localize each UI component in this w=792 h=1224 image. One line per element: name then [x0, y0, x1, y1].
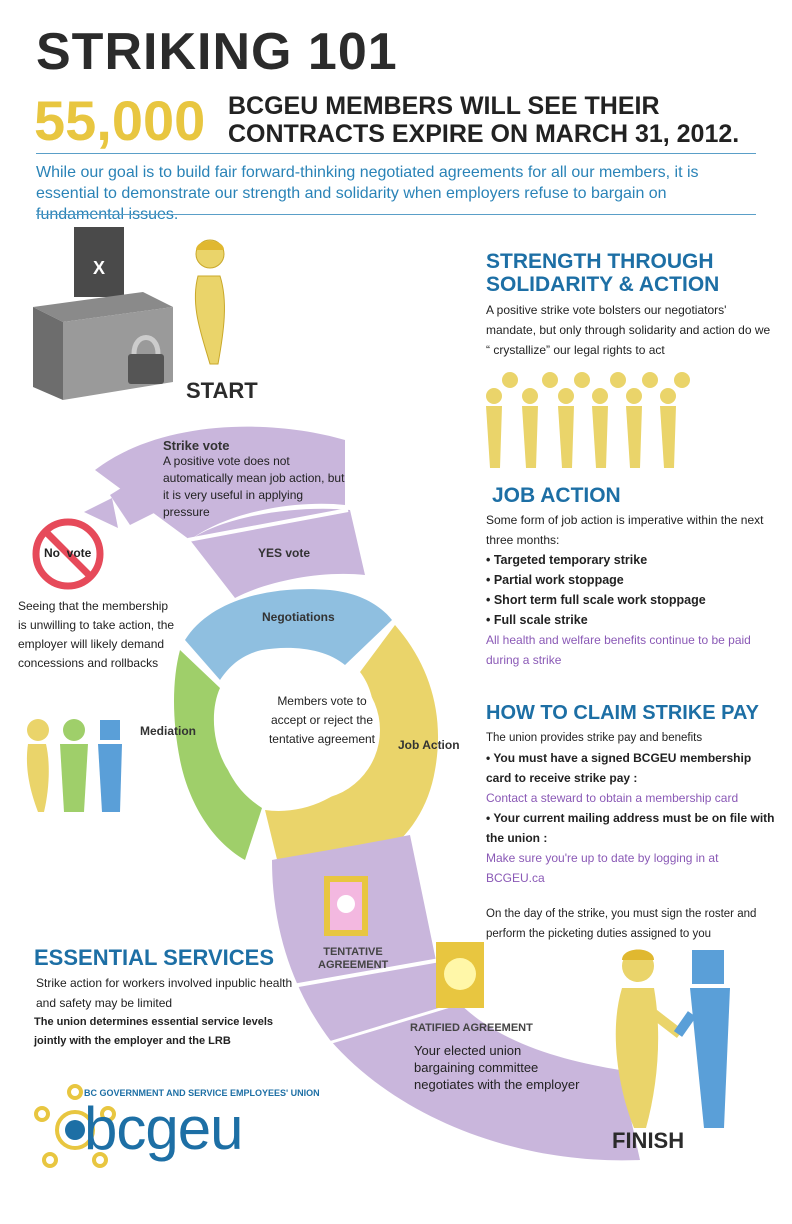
job-action-title: JOB ACTION	[492, 484, 621, 507]
flow-band-upper	[95, 426, 345, 540]
mediation-figures-icon	[26, 719, 122, 812]
cycle-mediation	[174, 650, 262, 860]
job-action-body: Some form of job action is imperative wi…	[486, 510, 766, 670]
strength-title-1: STRENGTH THROUGH	[486, 250, 714, 273]
logo-wordmark: bcgeu	[84, 1095, 243, 1162]
mediation-label: Mediation	[140, 724, 196, 738]
strike-pay-intro: The union provides strike pay and benefi…	[486, 732, 703, 744]
strike-pay-req-2: • Your current mailing address must be o…	[486, 811, 775, 845]
strength-text: A positive strike vote bolsters our nego…	[486, 303, 771, 357]
strike-vote-text: A positive vote does not automatically m…	[163, 454, 345, 519]
strike-pay-req-1: • You must have a signed BCGEU membershi…	[486, 751, 752, 785]
page-title: STRIKING 101	[36, 23, 398, 81]
list-item: • Partial work stoppage	[486, 573, 624, 587]
job-action-intro: Some form of job action is imperative wi…	[486, 513, 764, 547]
divider-bottom	[36, 214, 756, 215]
no-vote-label: No vote	[44, 546, 92, 560]
job-action-list: • Targeted temporary strike • Partial wo…	[486, 550, 766, 630]
strike-vote-block: Strike vote A positive vote does not aut…	[163, 438, 348, 521]
ballot-mark: X	[93, 258, 105, 278]
start-label: START	[186, 378, 258, 403]
bcgeu-logo-icon	[34, 1084, 116, 1168]
cycle-job-action	[265, 625, 439, 880]
handshake-figures-icon	[615, 949, 730, 1128]
job-action-note: All health and welfare benefits continue…	[486, 633, 751, 667]
strike-pay-title: HOW TO CLAIM STRIKE PAY	[486, 702, 759, 724]
center-text: Members vote to accept or reject the ten…	[268, 694, 376, 746]
cycle-center	[240, 660, 380, 800]
list-item: • Short term full scale work stoppage	[486, 593, 706, 607]
subtitle-line-1: BCGEU MEMBERS WILL SEE THEIR	[228, 92, 660, 120]
no-vote-icon	[32, 518, 104, 590]
divider-top	[36, 153, 756, 154]
crowd-figures-icon	[486, 372, 690, 468]
list-item: • Full scale strike	[486, 613, 588, 627]
flow-band-arrow	[110, 470, 170, 525]
strike-vote-title: Strike vote	[163, 438, 230, 453]
page-subtitle: BCGEU MEMBERS WILL SEE THEIR CONTRACTS E…	[228, 92, 768, 148]
strike-pay-req-1-note: Contact a steward to obtain a membership…	[486, 791, 739, 805]
essential-text: Strike action for workers involved inpub…	[36, 976, 293, 1010]
job-action-label: Job Action	[398, 738, 460, 752]
strike-pay-section: HOW TO CLAIM STRIKE PAY The union provid…	[486, 702, 776, 944]
member-count: 55,000	[34, 89, 206, 152]
intro-text: While our goal is to build fair forward-…	[36, 164, 699, 223]
subtitle-line-2: CONTRACTS EXPIRE ON MARCH 31, 2012.	[228, 120, 740, 148]
tentative-agreement-icon	[324, 876, 368, 936]
worker-figure-icon	[194, 239, 225, 365]
no-vote-text: Seeing that the membership is unwilling …	[18, 599, 175, 670]
ratified-agreement-icon	[436, 942, 484, 1008]
job-action-section: JOB ACTION	[492, 484, 772, 507]
bargaining-text: Your elected union bargaining committee …	[414, 1043, 580, 1092]
strike-pay-req-2-note: Make sure you're up to date by logging i…	[486, 851, 719, 885]
logo-tagline: BC GOVERNMENT AND SERVICE EMPLOYEES' UNI…	[84, 1088, 320, 1098]
yes-vote-label: YES vote	[258, 546, 311, 560]
cycle-negotiations	[185, 589, 392, 680]
essential-services-section: ESSENTIAL SERVICES Strike action for wor…	[34, 946, 294, 1051]
no-vote-arrow	[84, 498, 118, 528]
essential-bold-text: The union determines essential service l…	[34, 1016, 274, 1047]
finish-label: FINISH	[612, 1128, 685, 1153]
ballot-box-icon: X	[33, 227, 173, 400]
negotiations-label: Negotiations	[262, 610, 335, 624]
essential-title: ESSENTIAL SERVICES	[34, 945, 275, 970]
tentative-label: TENTATIVE AGREEMENT	[318, 946, 389, 971]
ratified-label: RATIFIED AGREEMENT	[410, 1022, 533, 1034]
padlock-icon	[128, 354, 164, 384]
strike-pay-footer: On the day of the strike, you must sign …	[486, 908, 757, 940]
strength-title-2: SOLIDARITY & ACTION	[486, 273, 720, 296]
strength-section: STRENGTH THROUGH SOLIDARITY & ACTION A p…	[486, 250, 776, 360]
list-item: • Targeted temporary strike	[486, 553, 648, 567]
